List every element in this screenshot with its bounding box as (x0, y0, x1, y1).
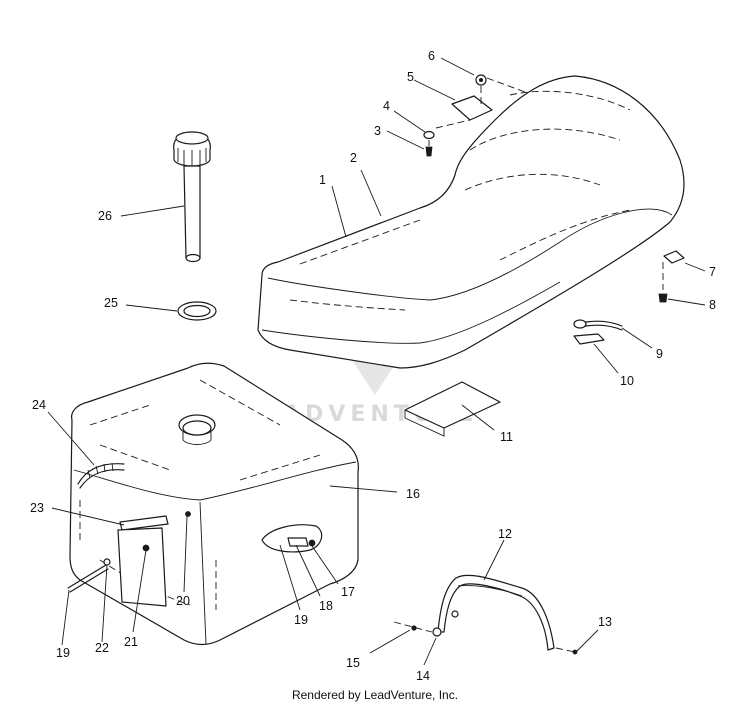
rear-bracket (393, 574, 578, 655)
washer (423, 130, 435, 140)
seat-hardware (423, 74, 526, 157)
fuel-line-clamp (103, 558, 111, 566)
seat-assembly (257, 75, 685, 437)
tank-detail-4 (239, 454, 321, 481)
seat-front-edge (261, 281, 561, 344)
seat-strap (573, 319, 623, 345)
tank-detail-2 (199, 379, 281, 426)
hardware-axis-3 (435, 119, 471, 129)
strap-clip (573, 333, 605, 345)
callout-23: 23 (30, 501, 44, 515)
seat-stitch-4 (499, 209, 631, 261)
rear-bracket-axis-2 (555, 647, 576, 653)
seat-hook-bracket (451, 95, 493, 121)
tank-side-edge (199, 501, 207, 645)
callout-19-line: 19 (56, 646, 70, 660)
callout-19-pickup: 19 (294, 613, 308, 627)
fuel-line (67, 564, 107, 589)
seat-body (257, 75, 685, 369)
neck-gasket-inner (183, 304, 211, 318)
callout-numbers: 1 2 3 4 5 6 7 8 9 10 11 12 13 14 15 16 1… (30, 49, 716, 683)
fuel-fitting (287, 537, 309, 547)
fuel-cap-top (175, 131, 209, 145)
seat-base-plate (404, 381, 501, 429)
callout-15: 15 (346, 656, 360, 670)
callout-9: 9 (656, 347, 663, 361)
seat-latch (658, 250, 685, 303)
vent-hose-2 (79, 469, 125, 489)
seat-stitch-5 (289, 299, 406, 311)
fuel-line-2 (69, 568, 109, 593)
callout-4: 4 (383, 99, 390, 113)
callout-22: 22 (95, 641, 109, 655)
tank-bracket-plate (117, 527, 167, 607)
seat-base-plate-edge (404, 410, 445, 437)
callout-20: 20 (176, 594, 190, 608)
seat-stitch-6 (509, 90, 631, 111)
rear-bracket-mount (451, 610, 459, 618)
latch-bolt (658, 293, 668, 303)
bracket-bolt-2 (185, 511, 191, 517)
hardware-axis-4 (486, 77, 526, 93)
latch-plate (663, 250, 685, 264)
tank-detail-7 (99, 559, 191, 606)
callout-7: 7 (709, 265, 716, 279)
callout-10: 10 (620, 374, 634, 388)
rear-bracket-axis (393, 621, 433, 633)
tank-filler-threads (182, 432, 212, 445)
callout-6: 6 (428, 49, 435, 63)
filler-tube (183, 165, 201, 259)
callout-17: 17 (341, 585, 355, 599)
strap (585, 320, 623, 327)
callout-3: 3 (374, 124, 381, 138)
tank-bracket (119, 515, 169, 531)
callout-12: 12 (498, 527, 512, 541)
callout-13: 13 (598, 615, 612, 629)
callout-14: 14 (416, 669, 430, 683)
tank-detail-3 (99, 444, 171, 471)
seat-stitch-3 (464, 173, 601, 191)
cap-ridges (177, 148, 207, 166)
callout-16: 16 (406, 487, 420, 501)
hex-nut-hole (478, 78, 483, 83)
seat-stitch-2 (469, 128, 621, 151)
callout-2: 2 (350, 151, 357, 165)
screw (425, 146, 433, 157)
callout-11: 11 (500, 430, 513, 444)
vent-hose (77, 463, 125, 485)
tank-top-edge (73, 461, 357, 501)
vent-hose-ribs (87, 462, 114, 479)
callout-5: 5 (407, 70, 414, 84)
callout-18: 18 (319, 599, 333, 613)
seat-crown-line (267, 208, 673, 301)
render-credit: Rendered by LeadVenture, Inc. (291, 688, 459, 702)
strap-eye (573, 319, 587, 329)
tank-filler-opening (182, 420, 212, 436)
leader-lines (47, 57, 706, 666)
callout-26: 26 (98, 209, 112, 223)
fuel-fitting-nut (308, 539, 316, 547)
callout-8: 8 (709, 298, 716, 312)
filler-tube-end (185, 253, 201, 263)
rear-bracket-inner (457, 585, 523, 597)
callout-24: 24 (32, 398, 46, 412)
callout-25: 25 (104, 296, 118, 310)
callout-1: 1 (319, 173, 326, 187)
strap-2 (585, 324, 623, 331)
rear-bracket-nut (432, 627, 442, 637)
filler-neck-assembly (173, 131, 217, 321)
callout-21: 21 (124, 635, 138, 649)
